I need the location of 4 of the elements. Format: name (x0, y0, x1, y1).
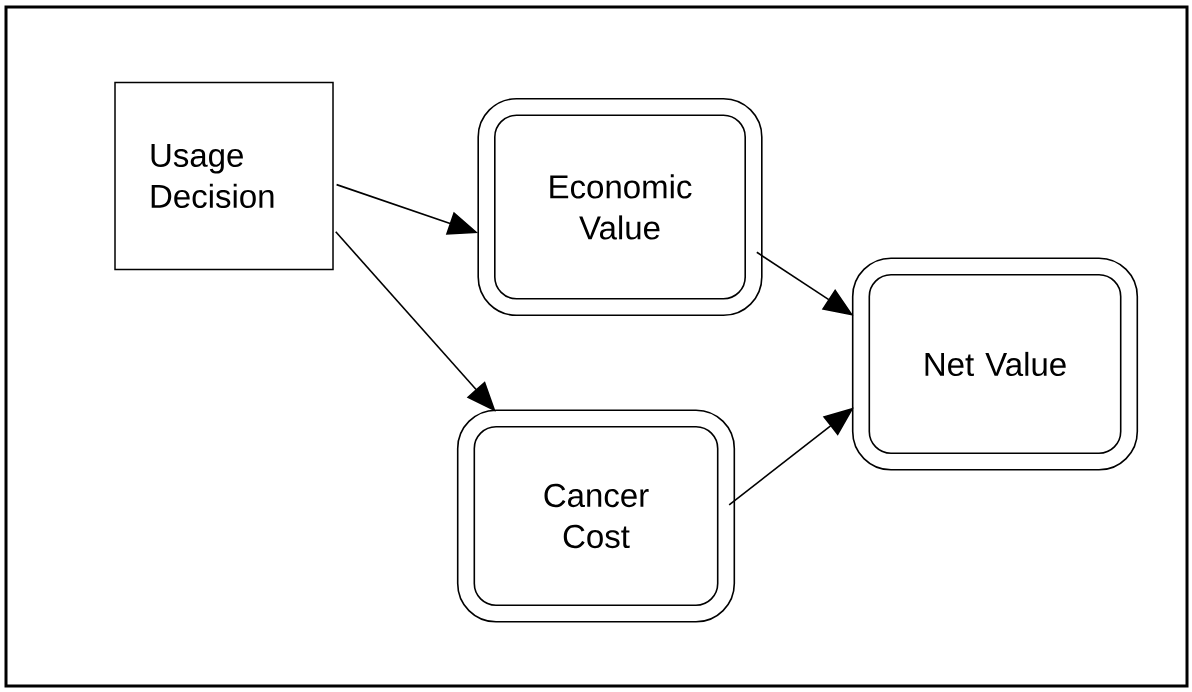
value-node-box: Net Value (851, 257, 1139, 471)
value-node-box: Economic Value (477, 97, 763, 317)
decision-box: Usage Decision (114, 81, 334, 271)
value-node-box: Cancer Cost (456, 409, 736, 623)
